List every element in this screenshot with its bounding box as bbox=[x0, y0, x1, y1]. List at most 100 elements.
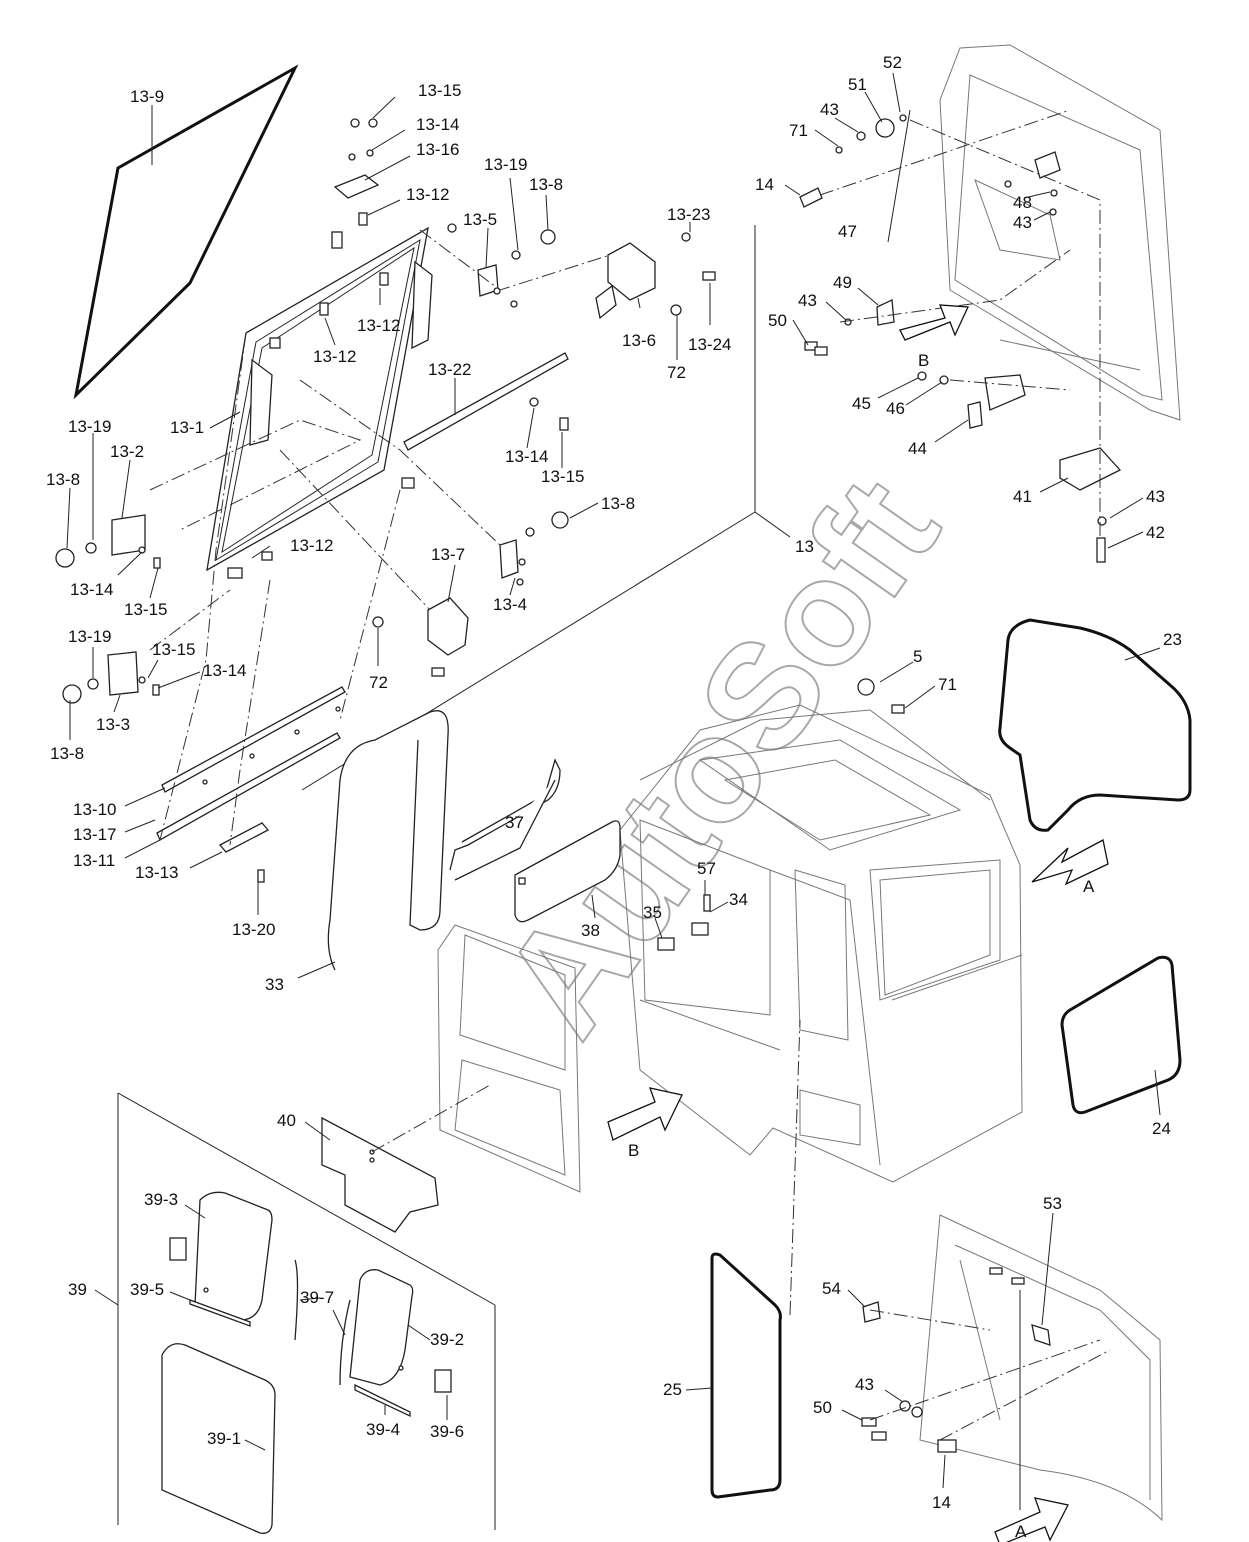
watermark-logo: AutoSoft bbox=[468, 448, 971, 1065]
label-39-6: 39-6 bbox=[430, 1422, 464, 1441]
label-33: 33 bbox=[265, 975, 284, 994]
label-13-17: 13-17 bbox=[73, 825, 116, 844]
label-51: 51 bbox=[848, 75, 867, 94]
label-13-14: 13-14 bbox=[70, 580, 113, 599]
label-71: 71 bbox=[789, 121, 808, 140]
label-13-12: 13-12 bbox=[313, 347, 356, 366]
cab-door bbox=[437, 924, 581, 1193]
latch-13-5 bbox=[447, 223, 556, 308]
arrow-view-b-top bbox=[899, 304, 969, 341]
hinge-13-2 bbox=[55, 514, 161, 569]
label-39-5: 39-5 bbox=[130, 1280, 164, 1299]
door-glass-13-9 bbox=[73, 64, 299, 400]
label-13-15: 13-15 bbox=[541, 467, 584, 486]
label-13-24: 13-24 bbox=[688, 335, 731, 354]
door-hardware-top bbox=[269, 118, 389, 349]
label-25: 25 bbox=[663, 1380, 682, 1399]
label-13-15: 13-15 bbox=[124, 600, 167, 619]
label-13-12: 13-12 bbox=[357, 316, 400, 335]
assembly-lines-door bbox=[149, 229, 611, 846]
label-50: 50 bbox=[813, 1398, 832, 1417]
label-35: 35 bbox=[643, 903, 662, 922]
glass-38 bbox=[514, 820, 621, 923]
label-40: 40 bbox=[277, 1111, 296, 1130]
label-13-12: 13-12 bbox=[290, 536, 333, 555]
label-41: 41 bbox=[1013, 487, 1032, 506]
label-47: 47 bbox=[838, 222, 857, 241]
label-A: A bbox=[1083, 877, 1095, 896]
label-38: 38 bbox=[581, 921, 600, 940]
arrow-view-b-cab bbox=[607, 1087, 683, 1141]
label-13-20: 13-20 bbox=[232, 920, 275, 939]
handle-13-7 bbox=[372, 597, 469, 677]
label-52: 52 bbox=[883, 53, 902, 72]
label-13-8: 13-8 bbox=[46, 470, 80, 489]
label-44: 44 bbox=[908, 439, 927, 458]
label-43: 43 bbox=[798, 291, 817, 310]
label-13-16: 13-16 bbox=[416, 140, 459, 159]
label-57: 57 bbox=[697, 859, 716, 878]
latch-13-4 bbox=[227, 477, 569, 586]
label-13: 13 bbox=[795, 537, 814, 556]
hinge-13-3 bbox=[62, 651, 160, 704]
panel-40 bbox=[321, 1084, 491, 1233]
label-13-9: 13-9 bbox=[130, 87, 164, 106]
label-13-11: 13-11 bbox=[73, 851, 115, 870]
label-39-7: 39-7 bbox=[300, 1288, 334, 1307]
label-13-1: 13-1 bbox=[170, 418, 204, 437]
label-23: 23 bbox=[1163, 630, 1182, 649]
trim-13-22 bbox=[403, 352, 569, 451]
label-43: 43 bbox=[1013, 213, 1032, 232]
label-13-14: 13-14 bbox=[505, 447, 548, 466]
label-43: 43 bbox=[855, 1375, 874, 1394]
label-72: 72 bbox=[667, 363, 686, 382]
label-13-14: 13-14 bbox=[416, 115, 459, 134]
label-13-15: 13-15 bbox=[152, 640, 195, 659]
label-54: 54 bbox=[822, 1279, 841, 1298]
label-13-8: 13-8 bbox=[529, 175, 563, 194]
cab-body bbox=[619, 678, 1023, 1183]
label-24: 24 bbox=[1152, 1119, 1171, 1138]
label-13-2: 13-2 bbox=[110, 442, 144, 461]
label-48: 48 bbox=[1013, 193, 1032, 212]
label-13-19: 13-19 bbox=[68, 417, 111, 436]
grip-13-13 bbox=[218, 822, 270, 883]
label-14: 14 bbox=[932, 1493, 951, 1512]
label-13-7: 13-7 bbox=[431, 545, 465, 564]
label-71: 71 bbox=[938, 675, 957, 694]
label-13-15: 13-15 bbox=[418, 81, 461, 100]
label-39-4: 39-4 bbox=[366, 1420, 400, 1439]
label-49: 49 bbox=[833, 273, 852, 292]
label-42: 42 bbox=[1146, 523, 1165, 542]
arrow-view-a-bottom bbox=[994, 1497, 1069, 1542]
label-46: 46 bbox=[886, 399, 905, 418]
label-13-12: 13-12 bbox=[406, 185, 449, 204]
label-5: 5 bbox=[913, 647, 922, 666]
svg-text:AutoSoft: AutoSoft bbox=[469, 449, 970, 1064]
leader-lines bbox=[66, 72, 1161, 1489]
label-34: 34 bbox=[729, 890, 748, 909]
label-53: 53 bbox=[1043, 1194, 1062, 1213]
label-A: A bbox=[1015, 1522, 1027, 1541]
seal-37 bbox=[449, 758, 561, 881]
rails-13-10-13-11 bbox=[156, 686, 346, 841]
label-B: B bbox=[628, 1141, 639, 1160]
label-13-10: 13-10 bbox=[73, 800, 116, 819]
label-13-13: 13-13 bbox=[135, 863, 178, 882]
label-13-8: 13-8 bbox=[50, 744, 84, 763]
label-39-1: 39-1 bbox=[207, 1429, 241, 1448]
glass-25 bbox=[710, 1019, 801, 1499]
label-13-4: 13-4 bbox=[493, 595, 527, 614]
label-13-22: 13-22 bbox=[428, 360, 471, 379]
label-43: 43 bbox=[820, 100, 839, 119]
seal-33 bbox=[327, 710, 449, 971]
label-39-3: 39-3 bbox=[144, 1190, 178, 1209]
label-13-19: 13-19 bbox=[68, 627, 111, 646]
label-45: 45 bbox=[852, 394, 871, 413]
label-72: 72 bbox=[369, 673, 388, 692]
label-13-14: 13-14 bbox=[203, 661, 246, 680]
label-13-23: 13-23 bbox=[667, 205, 710, 224]
rear-frame-view-a bbox=[861, 1214, 1163, 1522]
label-50: 50 bbox=[768, 311, 787, 330]
